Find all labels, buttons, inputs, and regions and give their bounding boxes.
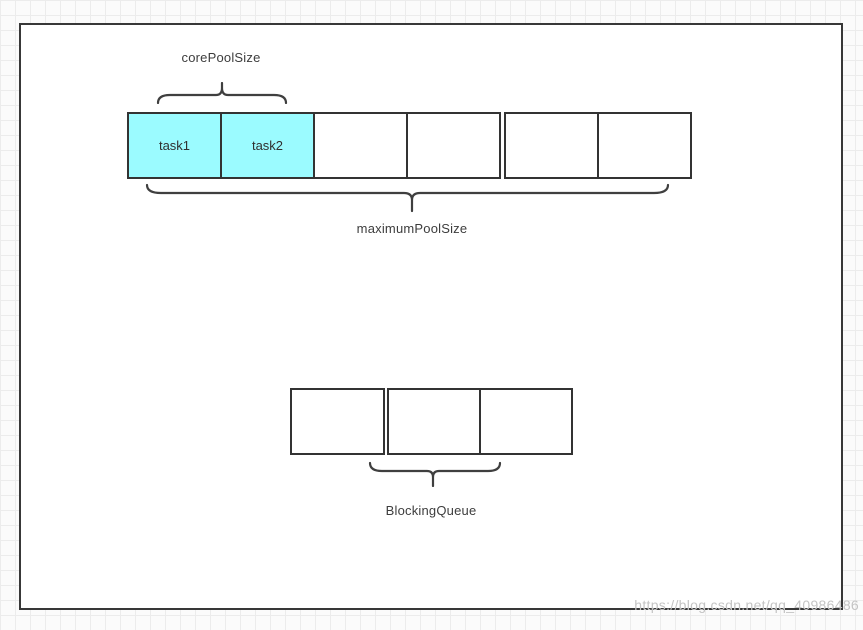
maximum-pool-size-brace-icon (145, 183, 670, 213)
maximum-pool-size-label: maximumPoolSize (356, 221, 468, 236)
core-pool-size-label: corePoolSize (181, 50, 261, 65)
empty-pool-cell (504, 112, 599, 179)
csdn-watermark: https://blog.csdn.net/qq_40986486 (634, 597, 859, 613)
queue-cell (479, 388, 573, 455)
queue-row-left (290, 388, 385, 455)
empty-pool-cell (597, 112, 692, 179)
blocking-queue-label: BlockingQueue (385, 503, 477, 518)
task-cell: task2 (220, 112, 315, 179)
queue-row-right (387, 388, 573, 455)
empty-pool-cell (406, 112, 501, 179)
worker-pool-row-left: task1 task2 (127, 112, 501, 179)
blocking-queue-brace-icon (368, 461, 502, 487)
empty-pool-cell (313, 112, 408, 179)
core-pool-size-brace-icon (156, 82, 288, 104)
worker-pool-row-right (504, 112, 692, 179)
queue-cell (387, 388, 481, 455)
task-cell: task1 (127, 112, 222, 179)
queue-cell (290, 388, 385, 455)
